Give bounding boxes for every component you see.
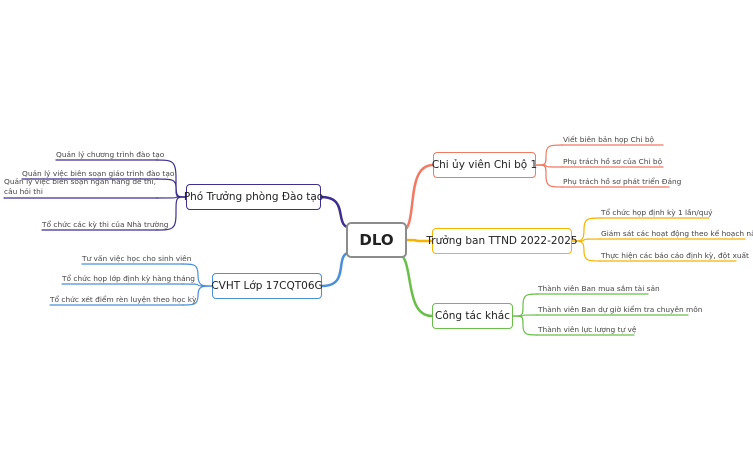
branch-connector (394, 251, 434, 318)
subtopic-connector (181, 285, 213, 306)
subtopic-connector (571, 240, 602, 262)
branch-topic[interactable]: CVHT Lớp 17CQT06G (211, 273, 323, 299)
branch-topic[interactable]: Trưởng ban TTND 2022-2025 (426, 228, 578, 254)
central-topic[interactable]: DLO (346, 222, 407, 258)
subtopic-label[interactable]: Tổ chức các kỳ thi của Nhà trường (42, 220, 169, 229)
subtopic-connector (155, 178, 187, 198)
branch-connector (398, 163, 435, 234)
subtopic-connector (512, 315, 539, 336)
subtopic-label[interactable]: Viết biên bản họp Chi bộ (563, 135, 655, 144)
branch-topic[interactable]: Chi ủy viên Chi bộ 1 (432, 152, 537, 178)
subtopic-connector (512, 293, 539, 317)
subtopic-label[interactable]: Phụ trách hồ sơ phát triển Đảng (563, 177, 682, 186)
subtopic-label[interactable]: Tổ chức họp định kỳ 1 lần/quý (601, 208, 713, 217)
subtopic-label[interactable]: Thực hiện các báo cáo định kỳ, đột xuất (601, 251, 749, 260)
subtopic-label[interactable]: Quản lý việc biên soạn giáo trình đào tạ… (22, 169, 175, 178)
branch-connector (405, 238, 434, 243)
subtopic-label[interactable]: Tổ chức họp lớp định kỳ hàng tháng (62, 274, 195, 283)
subtopic-label[interactable]: Tổ chức xét điểm rèn luyện theo học kỳ (50, 295, 197, 304)
subtopic-label[interactable]: Thành viên Ban mua sắm tài sản (538, 284, 660, 293)
subtopic-label[interactable]: Quản lý việc biên soạn ngân hàng đề thi,… (4, 177, 156, 196)
branch-topic[interactable]: Công tác khác (432, 303, 513, 329)
subtopic-connector (155, 196, 187, 231)
subtopic-connector (535, 164, 564, 188)
subtopic-label[interactable]: Phụ trách hồ sơ của Chi bộ (563, 157, 663, 166)
subtopic-label[interactable]: Thành viên lực lượng tự vệ (538, 325, 637, 334)
subtopic-label[interactable]: Thành viên Ban dự giờ kiểm tra chuyên mô… (538, 305, 703, 314)
subtopic-label[interactable]: Giám sát các hoạt động theo kế hoạch năm (601, 229, 753, 238)
subtopic-label[interactable]: Tư vấn việc học cho sinh viên (82, 254, 192, 263)
subtopic-connector (535, 144, 564, 166)
branch-topic[interactable]: Phó Trưởng phòng Đào tạo (184, 184, 323, 210)
subtopic-label[interactable]: Quản lý chương trình đào tạo (56, 150, 165, 159)
